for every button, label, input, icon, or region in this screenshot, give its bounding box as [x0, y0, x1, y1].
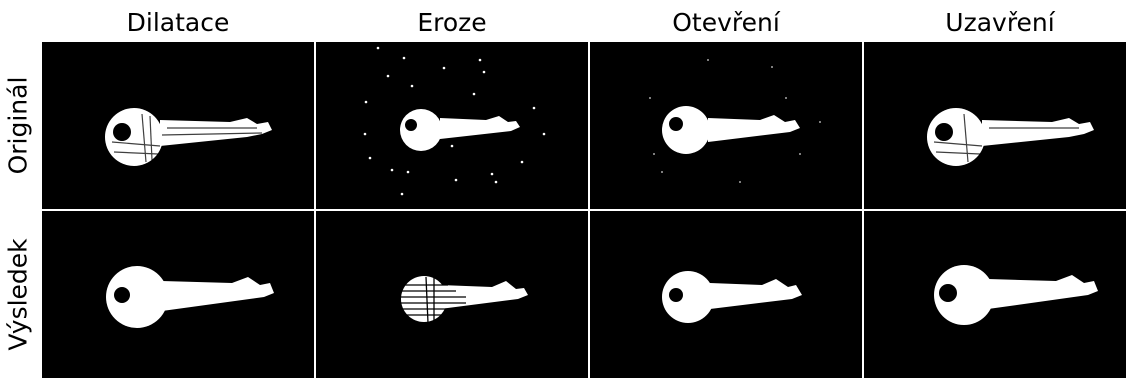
column-title-uzavreni: Uzavření: [864, 6, 1126, 40]
image-otevreni-vysledek: [590, 211, 862, 378]
image-dilatace-original: [42, 42, 314, 209]
image-uzavreni-vysledek: [864, 211, 1126, 378]
image-eroze-vysledek: [316, 211, 588, 378]
row-title-original-wrap: Originál: [0, 42, 36, 209]
image-eroze-original: [316, 42, 588, 209]
row-title-vysledek-wrap: Výsledek: [0, 211, 36, 378]
column-title-dilatace: Dilatace: [42, 6, 314, 40]
column-title-eroze: Eroze: [316, 6, 588, 40]
image-uzavreni-original: [864, 42, 1126, 209]
row-title-vysledek: Výsledek: [4, 238, 33, 350]
column-title-otevreni: Otevření: [590, 6, 862, 40]
image-otevreni-original: [590, 42, 862, 209]
image-dilatace-vysledek: [42, 211, 314, 378]
row-title-original: Originál: [4, 77, 33, 175]
